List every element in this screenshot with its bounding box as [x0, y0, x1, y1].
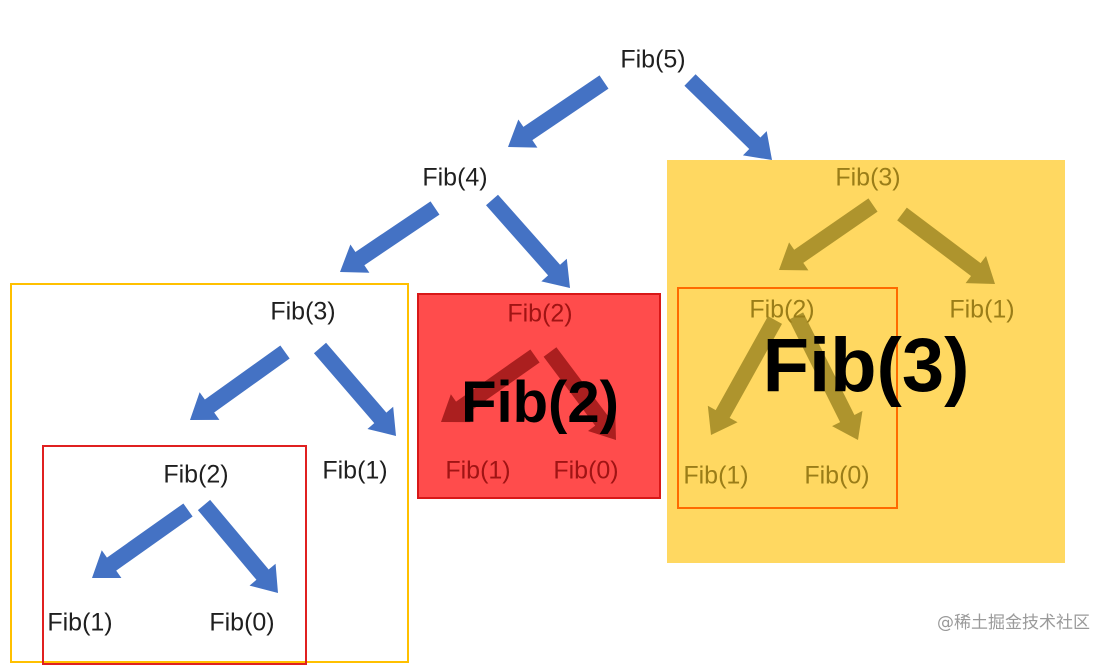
node-fib-1-left-mid: Fib(1)	[322, 456, 388, 485]
arrow-fib3-to-fib2	[190, 345, 290, 420]
node-fib-2-left: Fib(2)	[163, 460, 229, 489]
arrow-fib3-to-fib1	[313, 342, 396, 436]
arrow-gold-fib2-to-fib0	[788, 312, 863, 440]
node-fib-0-bottom: Fib(0)	[209, 608, 275, 637]
orange-outline-box	[677, 287, 898, 509]
node-fib-5: Fib(5)	[620, 45, 686, 74]
node-fib-4: Fib(4)	[422, 163, 488, 192]
fibonacci-recursion-tree: Fib(5) Fib(4) Fib(3) Fib(3) Fib(2) Fib(2…	[10, 45, 1090, 665]
arrow-fib4-to-fib3	[340, 201, 440, 273]
node-fib-0-red: Fib(0)	[553, 456, 619, 485]
gold-box-title: Fib(3)	[762, 323, 970, 408]
node-fib-3-left: Fib(3)	[270, 297, 336, 326]
arrow-fib5-to-fib3	[684, 74, 772, 160]
arrow-fib4-to-fib2	[486, 194, 570, 288]
gold-filled-box	[667, 160, 1065, 563]
node-fib-1-red: Fib(1)	[445, 456, 511, 485]
arrow-gold-fib3-to-fib2	[779, 198, 878, 271]
arrow-fib5-to-fib4	[508, 75, 609, 148]
node-fib-2-gold: Fib(2)	[749, 295, 815, 324]
arrow-fib2-to-fib0	[197, 499, 278, 593]
arrow-fib2-to-fib1	[92, 503, 193, 578]
arrow-red-fib2-to-fib0	[543, 347, 616, 440]
arrows-layer	[92, 74, 995, 593]
arrow-gold-fib3-to-fib1	[897, 207, 995, 284]
red-filled-box	[417, 293, 661, 499]
node-fib-1-bottom: Fib(1)	[47, 608, 113, 637]
node-fib-1-gold-right: Fib(1)	[949, 295, 1015, 324]
node-fib-2-red: Fib(2)	[507, 299, 573, 328]
watermark: @稀土掘金技术社区	[937, 613, 1090, 633]
node-fib-1-gold-inner: Fib(1)	[683, 461, 749, 490]
arrow-red-fib2-to-fib1	[441, 349, 540, 423]
node-fib-3-right: Fib(3)	[835, 163, 901, 192]
arrow-gold-fib2-to-fib1	[707, 316, 782, 435]
red-box-title: Fib(2)	[461, 370, 619, 435]
node-fib-0-gold-inner: Fib(0)	[804, 461, 870, 490]
